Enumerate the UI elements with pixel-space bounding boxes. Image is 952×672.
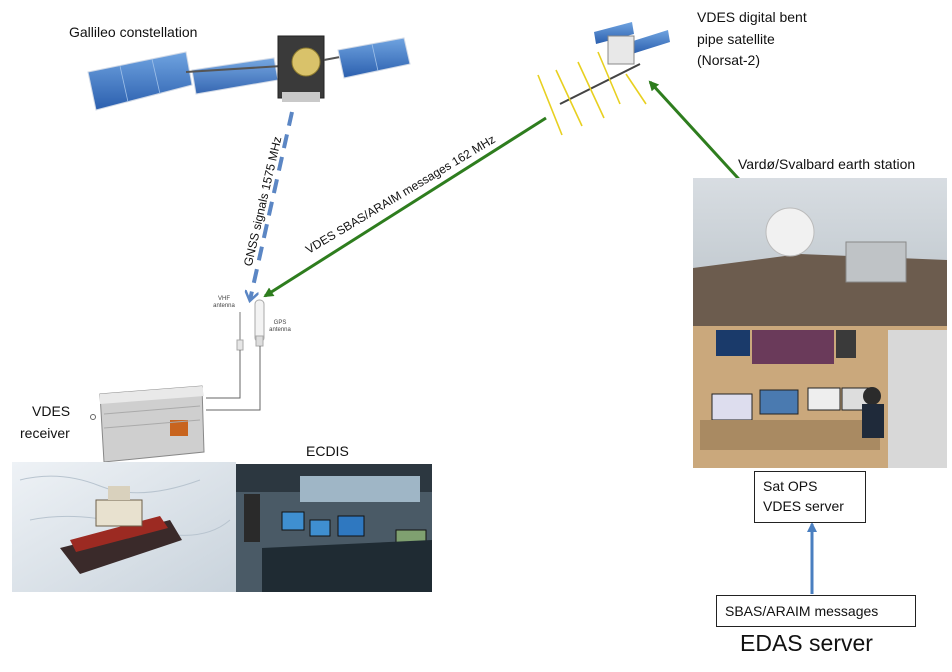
sat-ops-line2: VDES server (763, 498, 844, 514)
vhf-cable (206, 350, 241, 399)
vdes-downlink-arrow (263, 116, 547, 298)
sat-ops-line1: Sat OPS (763, 478, 818, 494)
earth-station-photo (693, 178, 947, 326)
operations-room-photo (693, 326, 947, 468)
galileo-label: Gallileo constellation (69, 24, 198, 40)
satellite-label-line1: VDES digital bent (697, 9, 807, 25)
gnss-link-arrow (250, 111, 294, 300)
edas-server-label: EDAS server (740, 630, 873, 656)
ecdis-bridge-photo (236, 464, 432, 592)
gps-antenna-label: GPS antenna (269, 320, 291, 333)
galileo-satellite-icon (87, 35, 411, 111)
icebreaker-photo (12, 462, 236, 592)
satellite-label-line3: (Norsat-2) (697, 52, 761, 68)
gps-cable (206, 346, 261, 411)
satellite-label-line2: pipe satellite (697, 31, 775, 47)
norsat-satellite-icon (537, 22, 670, 136)
sat-ops-server-box: Sat OPS VDES server (754, 471, 866, 523)
vhf-antenna-icon (236, 312, 244, 351)
gps-antenna-icon (254, 299, 265, 347)
vdes-receiver-label-line2: receiver (20, 425, 70, 441)
vdes-receiver-device-icon (90, 385, 205, 463)
vhf-antenna-label: VHF antenna (213, 296, 235, 309)
vdes-receiver-label-line1: VDES (32, 403, 71, 419)
ecdis-label: ECDIS (306, 443, 349, 459)
earth-station-label: Vardø/Svalbard earth station (738, 156, 916, 172)
sbas-messages-box: SBAS/ARAIM messages (716, 595, 916, 627)
